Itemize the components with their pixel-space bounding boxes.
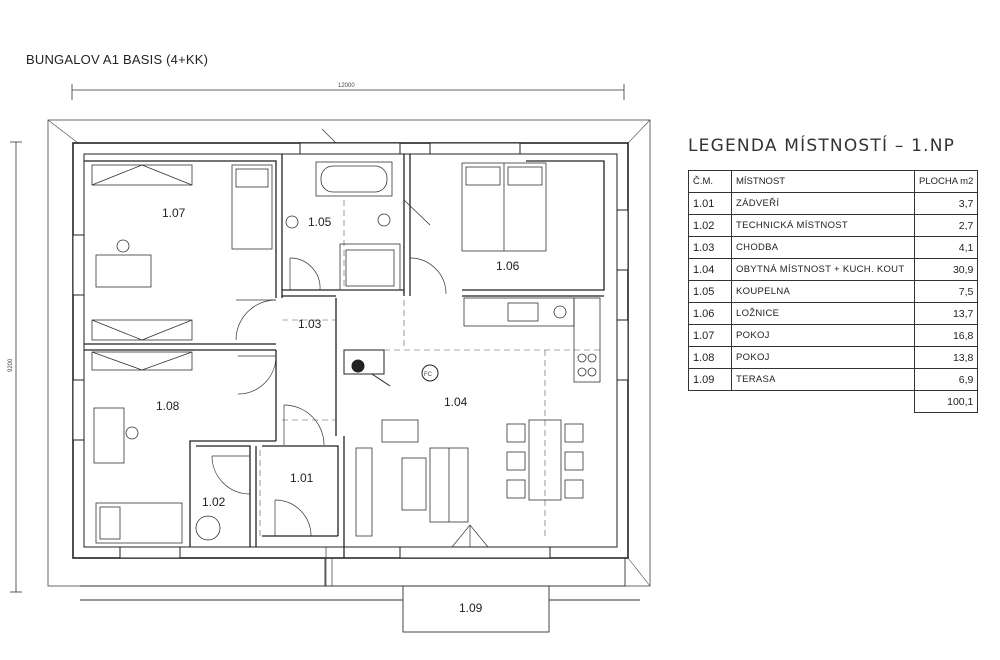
room-label-102: 1.02 [202, 495, 226, 509]
room-label-101: 1.01 [290, 471, 314, 485]
header-number: Č.M. [688, 170, 732, 193]
furniture-108 [91, 351, 193, 544]
windows [72, 142, 629, 559]
room-label-104: 1.04 [444, 395, 468, 409]
room-name: LOŽNICE [731, 302, 915, 325]
room-name: CHODBA [731, 236, 915, 259]
furniture-104 [355, 419, 584, 537]
room-label-107: 1.07 [162, 206, 186, 220]
total-row: 100,1 [689, 390, 979, 413]
kitchen-counter [463, 297, 601, 383]
drawing-title: BUNGALOV A1 BASIS (4+KK) [26, 52, 209, 67]
room-label-109: 1.09 [459, 601, 483, 615]
room-number: 1.01 [688, 192, 732, 215]
room-number: 1.04 [688, 258, 732, 281]
outline-thin [47, 119, 651, 587]
room-name: OBYTNÁ MÍSTNOST + KUCH. KOUT [731, 258, 915, 281]
room-number: 1.09 [688, 368, 732, 391]
legend-header-row: Č.M. MÍSTNOST PLOCHA m2 [688, 170, 979, 193]
room-name: POKOJ [731, 324, 915, 347]
room-area: 30,9 [913, 258, 979, 281]
flue-symbol-label: FC [424, 372, 433, 378]
room-area: 6,9 [913, 368, 979, 391]
room-area: 4,1 [913, 236, 979, 259]
furniture-106 [461, 162, 547, 252]
room-number: 1.02 [688, 214, 732, 237]
width-dimension: 12000 [338, 83, 355, 89]
room-area: 3,7 [913, 192, 979, 215]
room-number: 1.08 [688, 346, 732, 369]
room-number: 1.03 [688, 236, 732, 259]
total-area: 100,1 [913, 390, 979, 413]
room-label-103: 1.03 [298, 317, 322, 331]
room-area: 7,5 [913, 280, 979, 303]
room-name: TERASA [731, 368, 915, 391]
room-name: POKOJ [731, 346, 915, 369]
interior-walls [84, 154, 605, 558]
room-area: 13,8 [913, 346, 979, 369]
hidden-lines [259, 200, 604, 540]
room-name: KOUPELNA [731, 280, 915, 303]
height-dimension: 9200 [8, 358, 14, 372]
room-number: 1.06 [688, 302, 732, 325]
room-label-108: 1.08 [156, 399, 180, 413]
room-number: 1.07 [688, 324, 732, 347]
legend-title: LEGENDA MÍSTNOSTÍ – 1.NP [688, 136, 956, 156]
header-room: MÍSTNOST [731, 170, 915, 193]
furniture-102 [195, 515, 221, 541]
header-area: PLOCHA m2 [913, 170, 979, 193]
fireplace-symbol [343, 349, 439, 387]
room-name: ZÁDVEŘÍ [731, 192, 915, 215]
room-area: 2,7 [913, 214, 979, 237]
room-area: 13,7 [913, 302, 979, 325]
furniture-107 [91, 164, 273, 341]
furniture-105 [285, 161, 431, 291]
room-number: 1.05 [688, 280, 732, 303]
room-label-105: 1.05 [308, 215, 332, 229]
room-name: TECHNICKÁ MÍSTNOST [731, 214, 915, 237]
room-label-106: 1.06 [496, 259, 520, 273]
dimension-lines [10, 84, 625, 593]
room-area: 16,8 [913, 324, 979, 347]
doors [211, 128, 489, 586]
terrace [80, 557, 640, 633]
